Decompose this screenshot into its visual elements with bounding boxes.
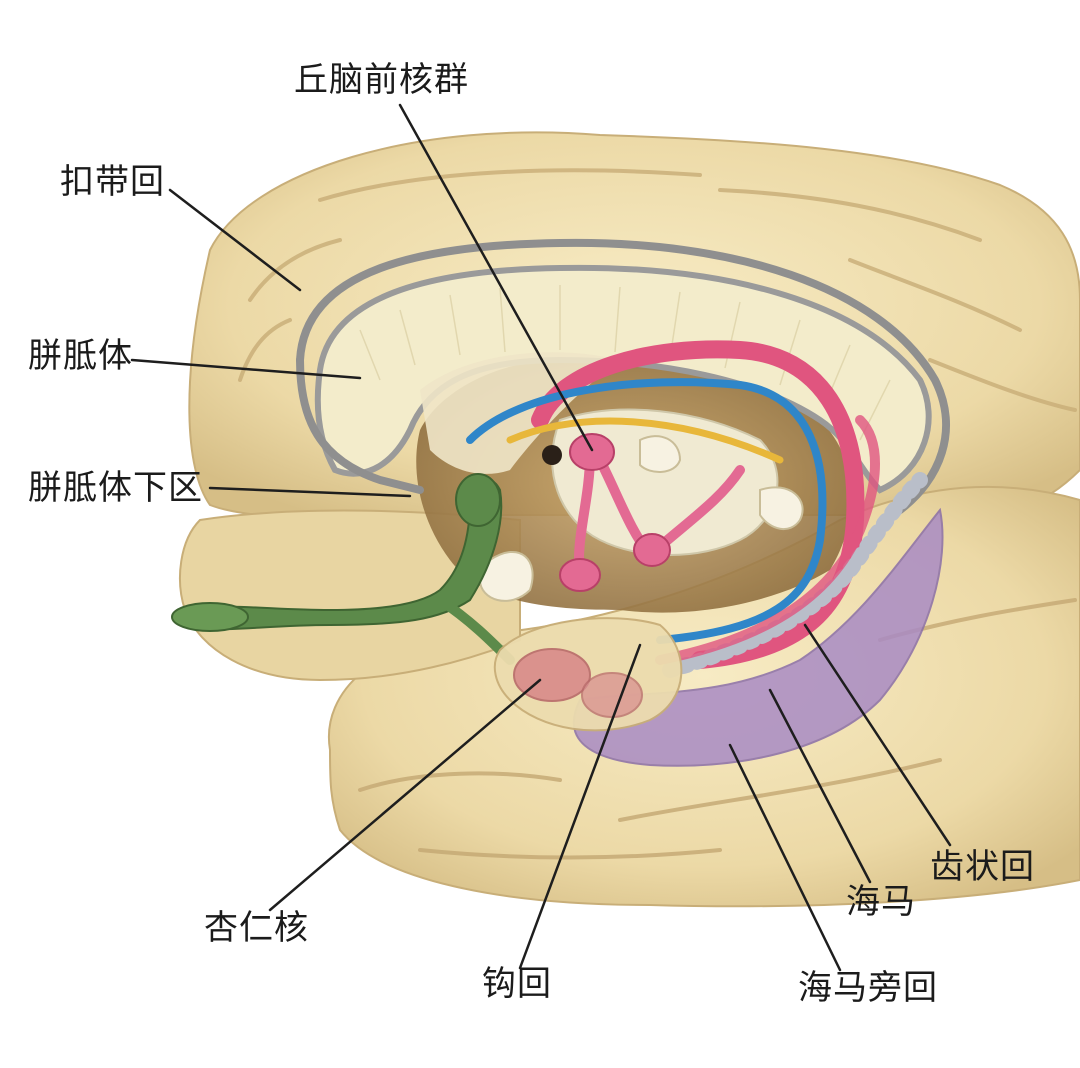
anterior-thalamic-nuclei-blob	[569, 433, 615, 471]
label-anterior-thalamic-nuclei: 丘脑前核群	[294, 60, 469, 100]
label-dentate-gyrus: 齿状回	[930, 847, 1035, 887]
label-cingulate-gyrus: 扣带回	[60, 162, 165, 202]
hippocampus-shape	[655, 415, 880, 665]
ventricle-shapes	[478, 435, 804, 602]
fornix	[531, 340, 865, 669]
leader-hippocampus	[768, 688, 872, 884]
leader-amygdala	[268, 678, 542, 912]
dentate-gyrus-shape	[662, 472, 928, 678]
leader-corpus-callosum	[130, 358, 362, 380]
label-parahippocampal-gyrus: 海马旁回	[798, 968, 938, 1008]
cortex-sulci	[238, 168, 1077, 412]
orbital-frontal-lobe	[179, 509, 521, 682]
interventricular-foramen	[542, 445, 562, 465]
label-amygdala: 杏仁核	[204, 908, 309, 948]
leader-cingulate	[168, 188, 302, 292]
leader-uncus	[518, 643, 642, 970]
cingulum-descending	[296, 356, 424, 494]
uncus-shape	[581, 672, 643, 718]
septal-nuclei-green	[455, 473, 501, 527]
stria-medullaris	[506, 417, 784, 464]
olfactory-bulb	[171, 602, 249, 632]
stria-terminalis	[466, 378, 827, 644]
cingulum-outline	[296, 238, 951, 514]
label-hippocampus: 海马	[846, 882, 916, 922]
leader-dentate	[803, 623, 952, 847]
amygdala-shape	[513, 648, 591, 702]
mammillary-body	[559, 558, 601, 592]
label-subcallosal-area: 胼胝体下区	[28, 468, 203, 508]
leader-parahippocampal	[728, 743, 842, 972]
leader-subcallosal	[208, 486, 412, 498]
label-corpus-callosum: 胼胝体	[28, 336, 133, 376]
leader-anterior-thalamic	[398, 103, 594, 452]
leader-lines	[130, 103, 952, 972]
label-uncus: 钩回	[482, 964, 552, 1004]
habenula	[633, 533, 671, 567]
